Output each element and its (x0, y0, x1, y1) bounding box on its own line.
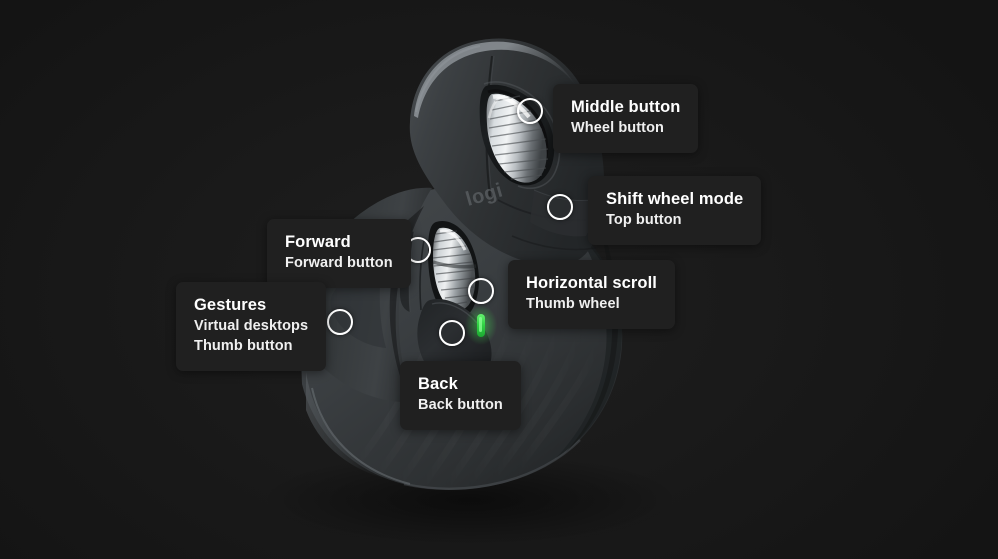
marker-horizontal-scroll[interactable] (468, 278, 494, 304)
callout-subtitle: Back button (418, 397, 503, 414)
callout-detail: Thumb button (194, 338, 293, 355)
callout-title: Shift wheel mode (606, 190, 744, 208)
marker-back[interactable] (439, 320, 465, 346)
callout-subtitle: Wheel button (571, 120, 665, 137)
callout-title: Back (418, 375, 458, 393)
callout-gestures[interactable]: Gestures Virtual desktops Thumb button (176, 282, 327, 372)
callout-subtitle: Forward button (285, 255, 393, 272)
callout-subtitle: Thumb wheel (526, 296, 620, 313)
callout-forward[interactable]: Forward Forward button (267, 219, 411, 289)
callout-horizontal-scroll[interactable]: Horizontal scroll Thumb wheel (508, 260, 675, 330)
callout-title: Middle button (571, 98, 681, 116)
callout-back[interactable]: Back Back button (400, 361, 521, 431)
callout-middle-button[interactable]: Middle button Wheel button (553, 84, 699, 154)
callout-subtitle: Top button (606, 212, 682, 229)
callout-subtitle: Virtual desktops (194, 318, 309, 335)
callout-shift-wheel-mode[interactable]: Shift wheel mode Top button (588, 176, 762, 246)
callout-title: Forward (285, 233, 351, 251)
marker-middle-button[interactable] (517, 98, 543, 124)
marker-gestures[interactable] (327, 309, 353, 335)
callout-title: Gestures (194, 296, 267, 314)
marker-shift-wheel-mode[interactable] (547, 194, 573, 220)
callout-title: Horizontal scroll (526, 274, 657, 292)
